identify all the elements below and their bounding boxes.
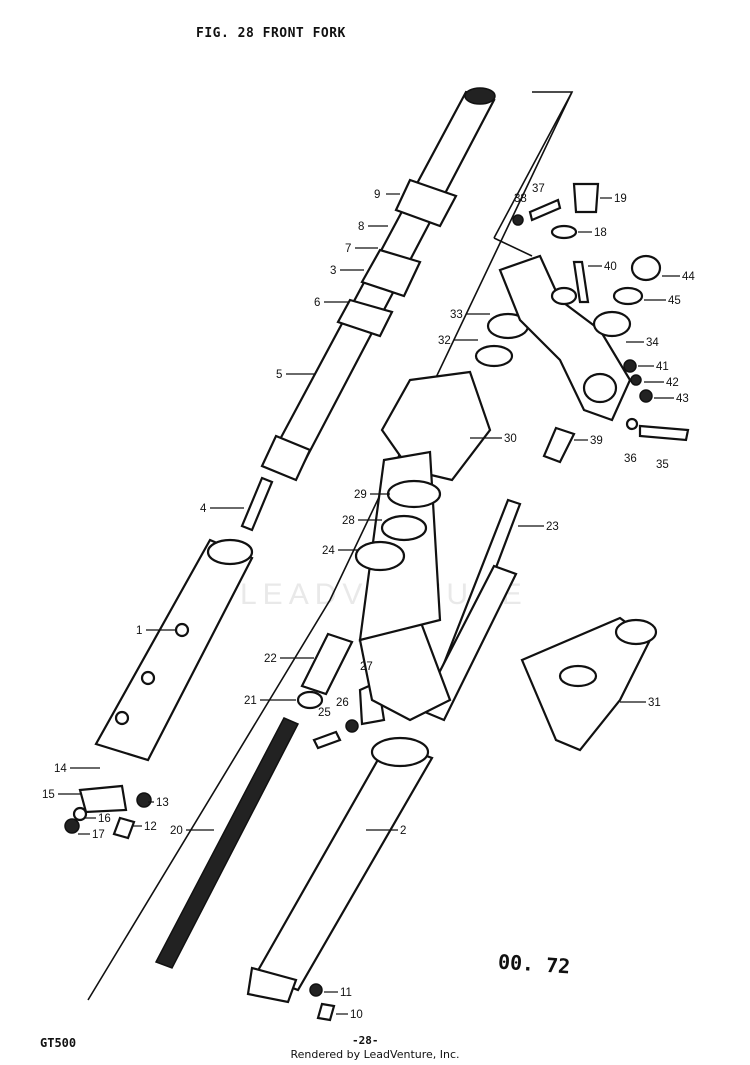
upper-bracket [498, 254, 632, 422]
callout-13: 13 [156, 797, 169, 809]
callout-2: 2 [400, 825, 406, 837]
spacer-39 [542, 426, 576, 464]
callout-10: 10 [350, 1009, 363, 1021]
callout-37: 37 [532, 183, 545, 195]
callout-42: 42 [666, 377, 679, 389]
bearing-race-29 [386, 479, 442, 509]
washer-36 [625, 417, 639, 431]
callout-35: 35 [656, 459, 669, 471]
callout-36: 36 [624, 453, 637, 465]
callout-39: 39 [590, 435, 603, 447]
model-label: GT500 [40, 1036, 77, 1050]
callout-41: 41 [656, 361, 669, 373]
washer-42 [630, 374, 642, 386]
callout-7: 7 [345, 243, 351, 255]
bearing-28 [380, 514, 428, 542]
bolt-10 [316, 1002, 336, 1022]
cap-bolt-19 [572, 182, 600, 214]
callout-45: 45 [668, 295, 681, 307]
washer-16 [72, 806, 88, 822]
washer-45 [612, 286, 644, 306]
bearing-24 [354, 540, 406, 572]
render-credit: Rendered by LeadVenture, Inc. [290, 1048, 460, 1061]
callout-38: 38 [514, 193, 527, 205]
callout-32: 32 [438, 335, 451, 347]
date-stamp: 00. 72 [497, 949, 571, 979]
callout-33: 33 [450, 309, 463, 321]
callout-29: 29 [354, 489, 367, 501]
bolt-12 [112, 816, 136, 840]
bolt-25 [312, 730, 342, 750]
assembly-boundary [87, 91, 574, 1001]
nut-13 [136, 792, 152, 808]
callout-labels: 9 8 7 3 6 5 4 1 14 15 16 17 13 12 20 21 … [42, 183, 695, 1021]
nut-44 [630, 254, 662, 282]
callout-43: 43 [676, 393, 689, 405]
callout-9: 9 [374, 189, 380, 201]
callout-1: 1 [136, 625, 142, 637]
callout-15: 15 [42, 789, 55, 801]
callout-27: 27 [360, 661, 373, 673]
bolt-37 [528, 198, 562, 222]
callout-14: 14 [54, 763, 67, 775]
washer-41 [623, 359, 637, 373]
damper-rod [240, 476, 274, 532]
callout-11: 11 [340, 987, 352, 999]
callout-20: 20 [170, 825, 183, 837]
callout-16: 16 [98, 813, 111, 825]
callout-26: 26 [336, 697, 349, 709]
fork-outer-tube-left [94, 538, 254, 762]
nut-17 [64, 818, 80, 834]
nut-43 [639, 389, 653, 403]
callout-31: 31 [648, 697, 661, 709]
washer-38 [512, 214, 524, 226]
washer-26 [345, 719, 359, 733]
fork-outer-tube-right [246, 736, 434, 1004]
callout-8: 8 [358, 221, 364, 233]
callout-21: 21 [244, 695, 257, 707]
steering-plate [520, 616, 658, 752]
callout-40: 40 [604, 261, 617, 273]
spacer-22 [300, 632, 354, 696]
page-title: FIG. 28 FRONT FORK [196, 26, 346, 41]
callout-18: 18 [594, 227, 607, 239]
race-32 [474, 344, 514, 368]
callout-3: 3 [330, 265, 336, 277]
callout-17: 17 [92, 829, 105, 841]
callout-23: 23 [546, 521, 559, 533]
callout-44: 44 [682, 271, 695, 283]
callout-5: 5 [276, 369, 282, 381]
callout-30: 30 [504, 433, 517, 445]
callout-6: 6 [314, 297, 320, 309]
callout-24: 24 [322, 545, 335, 557]
assembly-boundary-2 [493, 237, 533, 257]
callout-22: 22 [264, 653, 277, 665]
washer-11 [309, 983, 323, 997]
callout-25: 25 [318, 707, 331, 719]
callout-34: 34 [646, 337, 659, 349]
washer-18 [550, 224, 578, 240]
callout-28: 28 [342, 515, 355, 527]
callout-12: 12 [144, 821, 157, 833]
callout-19: 19 [614, 193, 627, 205]
seal-21 [296, 690, 324, 710]
fork-spring [154, 717, 300, 969]
fork-inner-tube-left [260, 87, 496, 482]
bolt-35 [638, 424, 690, 442]
callout-4: 4 [200, 503, 207, 515]
page-number: -28- [352, 1034, 379, 1047]
bolt-40 [572, 260, 590, 304]
axle-holder [78, 784, 128, 814]
